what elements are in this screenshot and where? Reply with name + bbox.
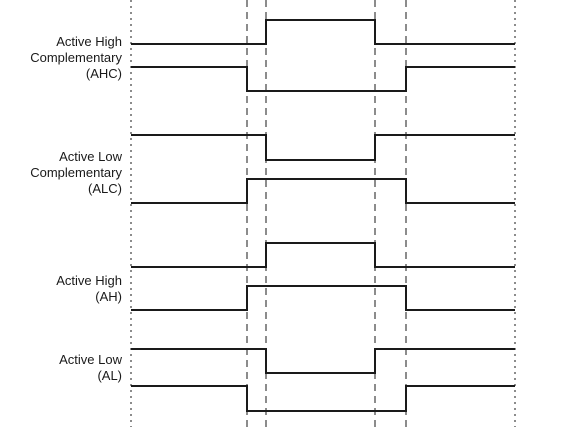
waveform-ahc-lower	[131, 66, 515, 92]
label-al-line-1: Active Low	[59, 352, 122, 367]
label-al: Active Low (AL)	[59, 352, 122, 384]
label-ahc-line-2: Complementary	[30, 50, 122, 65]
waveform-al-lower	[131, 385, 515, 412]
waveform-alc-lower	[131, 178, 515, 204]
label-alc: Active Low Complementary (ALC)	[30, 149, 122, 197]
waveform-ahc-upper	[131, 19, 515, 45]
label-alc-line-1: Active Low	[59, 149, 122, 164]
label-ah-line-1: Active High	[56, 273, 122, 288]
label-ah-line-2: (AH)	[95, 289, 122, 304]
waveform-ah-upper	[131, 242, 515, 268]
label-ahc-line-3: (AHC)	[85, 66, 122, 81]
label-ahc-line-1: Active High	[56, 34, 122, 49]
label-al-line-2: (AL)	[97, 368, 122, 383]
waveform-alc-upper	[131, 134, 515, 161]
waveform-ah-lower	[131, 285, 515, 311]
label-ahc: Active High Complementary (AHC)	[30, 34, 122, 82]
label-alc-line-3: (ALC)	[88, 181, 122, 196]
label-alc-line-2: Complementary	[30, 165, 122, 180]
waveform-al-upper	[131, 348, 515, 374]
label-ah: Active High (AH)	[56, 273, 122, 305]
